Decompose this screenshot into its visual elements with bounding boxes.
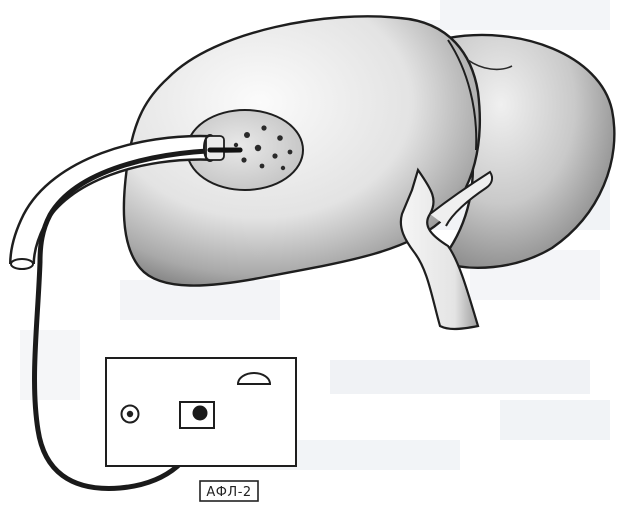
fiber-tube-end bbox=[11, 259, 33, 269]
device-label: АФЛ-2 bbox=[200, 481, 258, 501]
device-knob-center bbox=[127, 411, 133, 417]
device-label-text: АФЛ-2 bbox=[206, 485, 251, 500]
laser-device bbox=[106, 358, 296, 466]
socket-plug bbox=[193, 406, 208, 421]
